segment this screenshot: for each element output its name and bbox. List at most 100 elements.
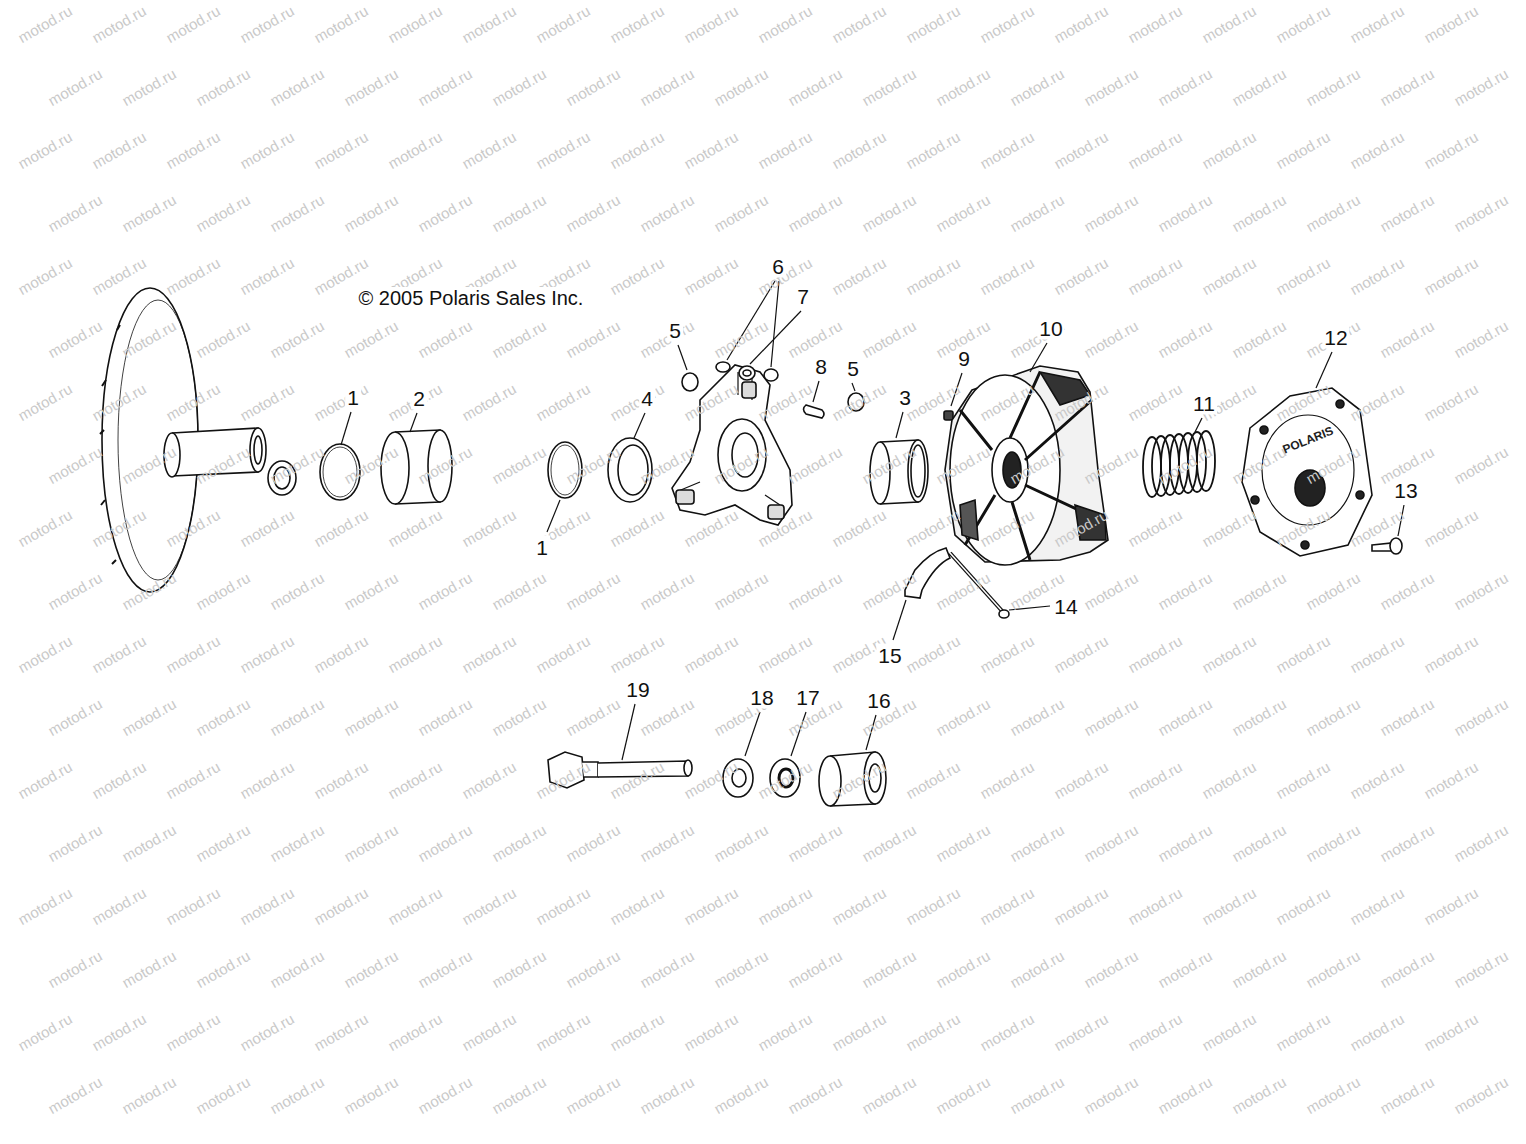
callout-number: 5 [845, 357, 861, 380]
watermark: motod.ru [1304, 192, 1363, 235]
watermark: motod.ru [90, 255, 149, 298]
watermark: motod.ru [1230, 1074, 1289, 1117]
watermark: motod.ru [342, 822, 401, 865]
watermark: motod.ru [1378, 318, 1437, 361]
watermark: motod.ru [1304, 444, 1363, 487]
watermark: motod.ru [1126, 507, 1185, 550]
watermark: motod.ru [786, 444, 845, 487]
watermark: motod.ru [90, 633, 149, 676]
watermark: motod.ru [756, 1011, 815, 1054]
watermark: motod.ru [490, 1074, 549, 1117]
watermark: motod.ru [1348, 255, 1407, 298]
watermark: motod.ru [46, 696, 105, 739]
watermark: motod.ru [1008, 192, 1067, 235]
watermark: motod.ru [786, 192, 845, 235]
watermark: motod.ru [1082, 696, 1141, 739]
watermark: motod.ru [268, 696, 327, 739]
watermark: motod.ru [460, 1011, 519, 1054]
watermark: motod.ru [1156, 318, 1215, 361]
watermark: motod.ru [268, 1074, 327, 1117]
watermark: motod.ru [1126, 3, 1185, 46]
watermark: motod.ru [1052, 255, 1111, 298]
watermark: motod.ru [978, 255, 1037, 298]
watermark: motod.ru [1200, 885, 1259, 928]
watermark: motod.ru [860, 318, 919, 361]
watermark: motod.ru [1274, 507, 1333, 550]
watermark: motod.ru [1452, 1074, 1511, 1117]
watermark: motod.ru [1230, 318, 1289, 361]
watermark: motod.ru [490, 822, 549, 865]
watermark: motod.ru [268, 444, 327, 487]
watermark: motod.ru [564, 822, 623, 865]
callout-number: 5 [667, 319, 683, 342]
watermark: motod.ru [120, 66, 179, 109]
callout-number: 7 [795, 285, 811, 308]
watermark: motod.ru [120, 192, 179, 235]
watermark: motod.ru [1008, 822, 1067, 865]
watermark: motod.ru [46, 318, 105, 361]
watermark: motod.ru [904, 759, 963, 802]
watermark: motod.ru [1156, 444, 1215, 487]
watermark: motod.ru [490, 948, 549, 991]
watermark: motod.ru [1348, 381, 1407, 424]
watermark: motod.ru [90, 759, 149, 802]
watermark: motod.ru [1082, 318, 1141, 361]
watermark: motod.ru [268, 948, 327, 991]
watermark: motod.ru [682, 759, 741, 802]
watermark: motod.ru [90, 1011, 149, 1054]
watermark: motod.ru [564, 318, 623, 361]
callout-number: 6 [770, 255, 786, 278]
watermark: motod.ru [1348, 633, 1407, 676]
watermark: motod.ru [1304, 66, 1363, 109]
watermark: motod.ru [1200, 3, 1259, 46]
watermark: motod.ru [1126, 633, 1185, 676]
watermark: motod.ru [978, 3, 1037, 46]
watermark: motod.ru [1156, 1074, 1215, 1117]
watermark: motod.ru [1378, 948, 1437, 991]
watermark: motod.ru [1348, 129, 1407, 172]
set-screw [944, 411, 953, 420]
watermark: motod.ru [1304, 1074, 1363, 1117]
watermark: motod.ru [1082, 66, 1141, 109]
watermark: motod.ru [830, 381, 889, 424]
watermark: motod.ru [120, 444, 179, 487]
watermark: motod.ru [1422, 1011, 1481, 1054]
watermark: motod.ru [1348, 759, 1407, 802]
watermark: motod.ru [490, 570, 549, 613]
watermark: motod.ru [830, 255, 889, 298]
callout-number: 8 [813, 355, 829, 378]
watermark: motod.ru [1230, 822, 1289, 865]
watermark: motod.ru [978, 633, 1037, 676]
watermark: motod.ru [534, 885, 593, 928]
watermark: motod.ru [638, 948, 697, 991]
watermark: motod.ru [416, 570, 475, 613]
watermark: motod.ru [830, 759, 889, 802]
watermark: motod.ru [638, 822, 697, 865]
watermark: motod.ru [1304, 822, 1363, 865]
watermark: motod.ru [1082, 444, 1141, 487]
watermark: motod.ru [608, 885, 667, 928]
watermark: motod.ru [1126, 885, 1185, 928]
watermark: motod.ru [1378, 822, 1437, 865]
watermark: motod.ru [564, 948, 623, 991]
watermark: motod.ru [1274, 1011, 1333, 1054]
watermark: motod.ru [16, 759, 75, 802]
watermark: motod.ru [16, 507, 75, 550]
watermark: motod.ru [1274, 3, 1333, 46]
watermark: motod.ru [1126, 1011, 1185, 1054]
watermark: motod.ru [1452, 444, 1511, 487]
watermark: motod.ru [860, 444, 919, 487]
watermark: motod.ru [460, 381, 519, 424]
watermark: motod.ru [416, 192, 475, 235]
watermark: motod.ru [860, 822, 919, 865]
watermark: motod.ru [164, 759, 223, 802]
watermark: motod.ru [1052, 507, 1111, 550]
watermark: motod.ru [268, 318, 327, 361]
watermark: motod.ru [756, 129, 815, 172]
watermark: motod.ru [194, 192, 253, 235]
watermark: motod.ru [1452, 948, 1511, 991]
watermark: motod.ru [1422, 633, 1481, 676]
watermark: motod.ru [386, 3, 445, 46]
callout-number: 9 [956, 347, 972, 370]
